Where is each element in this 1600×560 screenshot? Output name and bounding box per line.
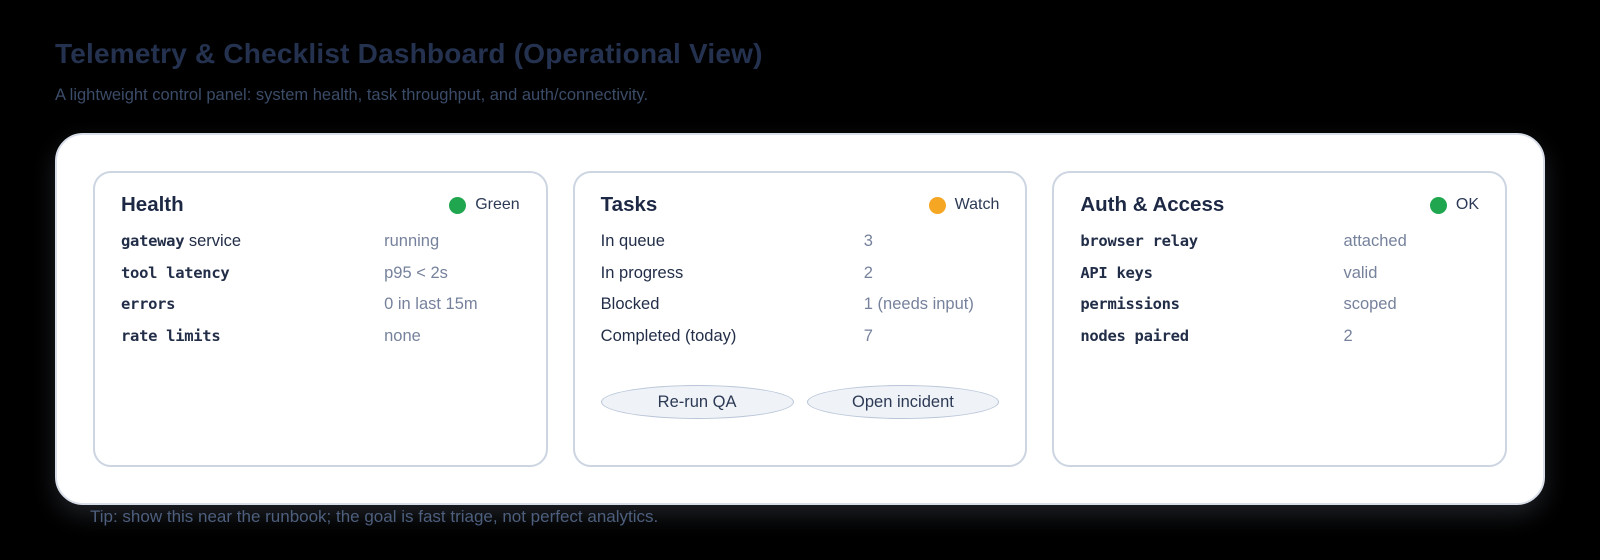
stat-value: p95 < 2s — [384, 263, 448, 282]
stat-row-gateway-service: gateway service running — [121, 232, 520, 264]
stat-value: 2 — [1343, 326, 1353, 345]
health-status-label: Green — [475, 196, 520, 213]
tip-text: Tip: show this near the runbook; the goa… — [90, 507, 659, 526]
tasks-button-row: Re-run QA Open incident — [600, 385, 1000, 419]
stat-value: 1 (needs input) — [863, 295, 974, 313]
health-card-title: Health — [121, 193, 184, 216]
stat-value: none — [384, 326, 421, 345]
tasks-card-title: Tasks — [600, 193, 658, 216]
auth-card-header: Auth & Access OK — [1080, 193, 1479, 217]
page-subtitle: A lightweight control panel: system heal… — [55, 86, 649, 104]
stat-row-in-queue: In queue 3 — [601, 232, 1000, 264]
auth-rows: browser relay attached API keys valid pe… — [1080, 232, 1479, 358]
stat-row-browser-relay: browser relay attached — [1080, 232, 1479, 264]
tasks-card-header: Tasks Watch — [601, 193, 1000, 217]
stat-row-tool-latency: tool latency p95 < 2s — [121, 264, 520, 296]
health-card-header: Health Green — [121, 193, 520, 217]
health-status: Green — [449, 196, 520, 214]
auth-card-title: Auth & Access — [1080, 193, 1225, 216]
health-rows: gateway service running tool latency p95… — [121, 232, 520, 358]
stat-value: valid — [1343, 263, 1378, 282]
stat-value: 3 — [863, 232, 873, 250]
auth-status: OK — [1429, 196, 1480, 214]
stat-row-api-keys: API keys valid — [1080, 264, 1479, 296]
health-status-dot-icon — [449, 196, 467, 214]
health-card: Health Green gateway service running too… — [93, 171, 548, 467]
stat-row-nodes-paired: nodes paired 2 — [1080, 327, 1479, 359]
auth-status-dot-icon — [1429, 196, 1447, 214]
tasks-rows: In queue 3 In progress 2 Blocked 1 (need… — [601, 232, 1000, 358]
rerun-qa-button[interactable]: Re-run QA — [600, 385, 794, 419]
tasks-card: Tasks Watch In queue 3 In progress 2 Blo… — [572, 171, 1028, 467]
stat-value: 2 — [863, 263, 873, 282]
auth-access-card: Auth & Access OK browser relay attached … — [1052, 171, 1508, 467]
stat-row-permissions: permissions scoped — [1080, 295, 1479, 327]
tasks-status: Watch — [928, 196, 1000, 214]
tasks-status-dot-icon — [928, 196, 946, 214]
auth-status-label: OK — [1455, 196, 1480, 213]
stat-row-errors: errors 0 in last 15m — [121, 295, 520, 327]
stat-row-rate-limits: rate limits none — [121, 327, 520, 359]
stat-value: 7 — [863, 326, 873, 345]
dashboard-panel: Health Green gateway service running too… — [55, 133, 1545, 505]
stat-value: 0 in last 15m — [384, 295, 478, 313]
page-title: Telemetry & Checklist Dashboard (Operati… — [55, 38, 763, 69]
tasks-status-label: Watch — [954, 196, 1000, 213]
stat-value: running — [384, 232, 440, 250]
stat-row-completed-today: Completed (today) 7 — [601, 327, 1000, 359]
open-incident-button[interactable]: Open incident — [806, 385, 1000, 419]
stat-row-blocked: Blocked 1 (needs input) — [601, 295, 1000, 327]
stat-row-in-progress: In progress 2 — [601, 264, 1000, 296]
stat-value: attached — [1343, 232, 1407, 250]
stat-value: scoped — [1343, 295, 1397, 313]
